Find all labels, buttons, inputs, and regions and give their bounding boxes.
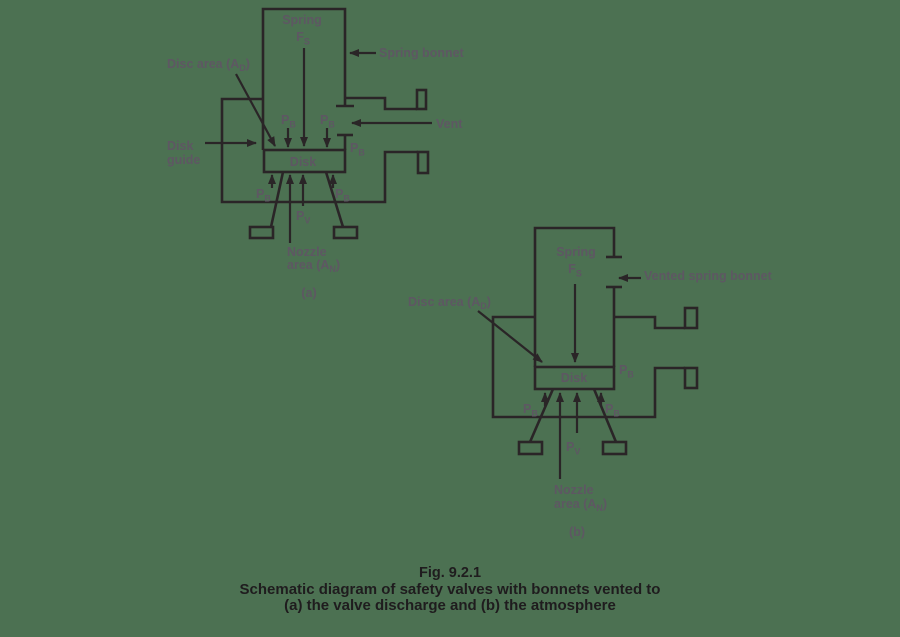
nozzle-area-label-line2-b: area (AN) [554, 497, 607, 513]
nozzle-wall-right-a [324, 171, 345, 228]
nozzle-area-label-line1-a: Nozzle [287, 245, 327, 259]
caption-line-1: Schematic diagram of safety valves with … [240, 581, 661, 598]
nozzle-wall-left-a [269, 171, 285, 228]
figure-caption: Fig. 9.2.1 Schematic diagram of safety v… [240, 565, 661, 614]
back-pressure-label-bottom-right-b: PB [605, 402, 620, 419]
disc-area-label-b: Disc area (AD) [408, 295, 491, 311]
subfigure-tag-b: (b) [569, 525, 585, 539]
valve-body-outline-b [491, 315, 685, 419]
spring-bonnet-label-a: Spring bonnet [379, 46, 465, 60]
disk-b [533, 365, 616, 391]
valve-diagram-a: Spring FS Spring bonnet PB PB Vent PB Di… [167, 7, 465, 300]
disk-label-b: Disk [561, 371, 587, 385]
discharge-flange-upper-a [415, 88, 428, 111]
back-pressure-label-top-right-a: PB [320, 113, 335, 130]
discharge-flange-lower-a [416, 150, 430, 175]
back-pressure-label-bottom-left-a: PB [256, 187, 271, 204]
figure-number: Fig. 9.2.1 [419, 565, 481, 581]
disk-guide-label-line2-a: guide [167, 153, 200, 167]
back-pressure-label-bottom-right-a: PB [335, 187, 350, 204]
back-pressure-label-right-b: PB [619, 363, 634, 380]
spring-label-a: Spring [282, 13, 322, 27]
disk-label-a: Disk [290, 155, 316, 169]
nozzle-wall-left-b [528, 388, 555, 443]
disk-guide-label-line1-a: Disk [167, 139, 193, 153]
inlet-flange-left-b [517, 440, 544, 456]
inlet-flange-right-a [332, 225, 359, 240]
disk-a [262, 148, 347, 174]
inlet-flange-left-a [248, 225, 275, 240]
disc-area-label-a: Disc area (AD) [167, 57, 250, 73]
back-pressure-label-right-a: PB [350, 141, 365, 158]
disc-area-pointer-a [235, 73, 276, 147]
back-pressure-label-top-left-a: PB [281, 113, 296, 130]
caption-line-2: (a) the valve discharge and (b) the atmo… [284, 597, 616, 614]
inlet-flange-right-b [601, 440, 628, 456]
vent-label-a: Vent [436, 117, 463, 131]
discharge-pipe-upper-b [614, 315, 685, 330]
spring-force-label-b: FS [568, 262, 582, 279]
vented-spring-bonnet-label-b: Vented spring bonnet [644, 269, 773, 283]
valve-diagram-b: Spring FS Vented spring bonnet Disc area… [408, 226, 773, 539]
vent-pipe-a [345, 96, 417, 111]
nozzle-area-label-line1-b: Nozzle [554, 483, 594, 497]
back-pressure-label-bottom-left-b: PB [523, 402, 538, 419]
nozzle-area-label-line2-a: area (AN) [287, 258, 340, 274]
discharge-flange-upper-b [683, 306, 699, 330]
disc-area-pointer-b [477, 310, 543, 363]
bonnet-outline-a [261, 7, 347, 150]
bonnet-outline-b [533, 226, 616, 367]
subfigure-tag-a: (a) [301, 286, 316, 300]
vessel-pressure-label-a: PV [296, 209, 310, 226]
spring-force-label-a: FS [296, 30, 310, 47]
vessel-pressure-label-b: PV [566, 440, 580, 457]
discharge-flange-lower-b [683, 366, 699, 390]
spring-label-b: Spring [556, 245, 596, 259]
